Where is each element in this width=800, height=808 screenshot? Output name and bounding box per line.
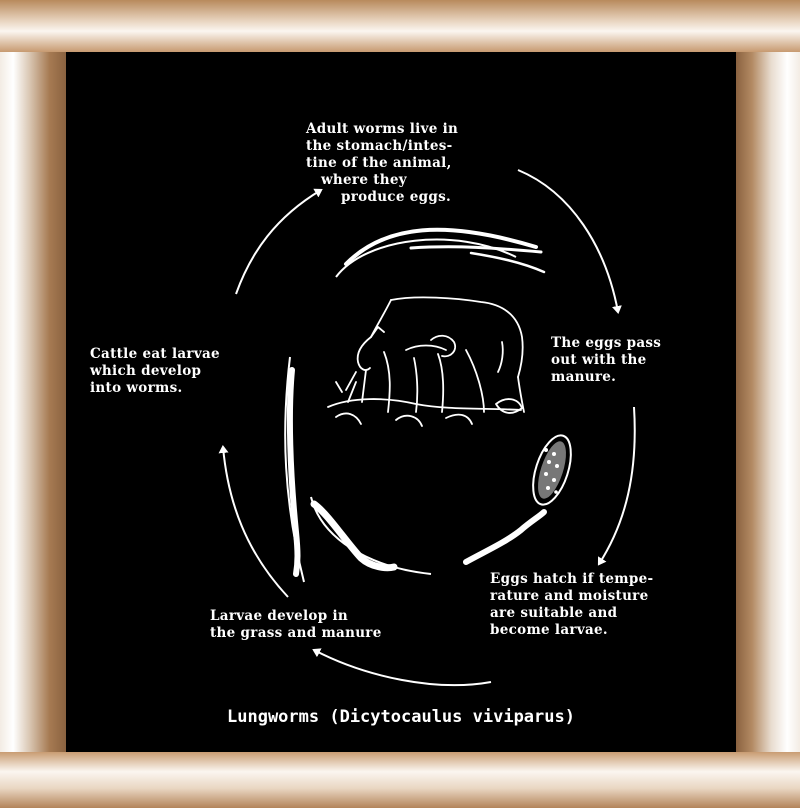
stage-adult-worms-label: Adult worms live in the stomach/intes- t… [306,121,458,206]
arrow-adult-to-eggs [518,170,618,312]
adult-worm-icon [346,230,544,272]
inner-cycle-top [336,240,516,277]
arrow-eggs-to-hatch [599,407,635,564]
frame-right-post [736,52,800,752]
frame-top-rail [0,0,800,52]
stage-larvae-develop-label: Larvae develop in the grass and manure [210,608,382,642]
egg-icon [526,431,579,509]
arrow-larvae-to-cattle [223,447,288,597]
frame-left-post [0,52,66,752]
stage-cattle-eat-label: Cattle eat larvae which develop into wor… [90,346,220,397]
stage-eggs-pass-label: The eggs pass out with the manure. [551,335,661,386]
arrow-hatch-to-larvae [314,650,491,685]
chalkboard: Adult worms live in the stomach/intes- t… [66,52,736,752]
frame-bottom-rail [0,752,800,808]
cow-illustration [328,297,524,426]
stage-eggs-hatch-label: Eggs hatch if tempe- rature and moisture… [490,571,653,639]
diagram-caption: Lungworms (Dicytocaulus viviparus) [66,707,736,727]
